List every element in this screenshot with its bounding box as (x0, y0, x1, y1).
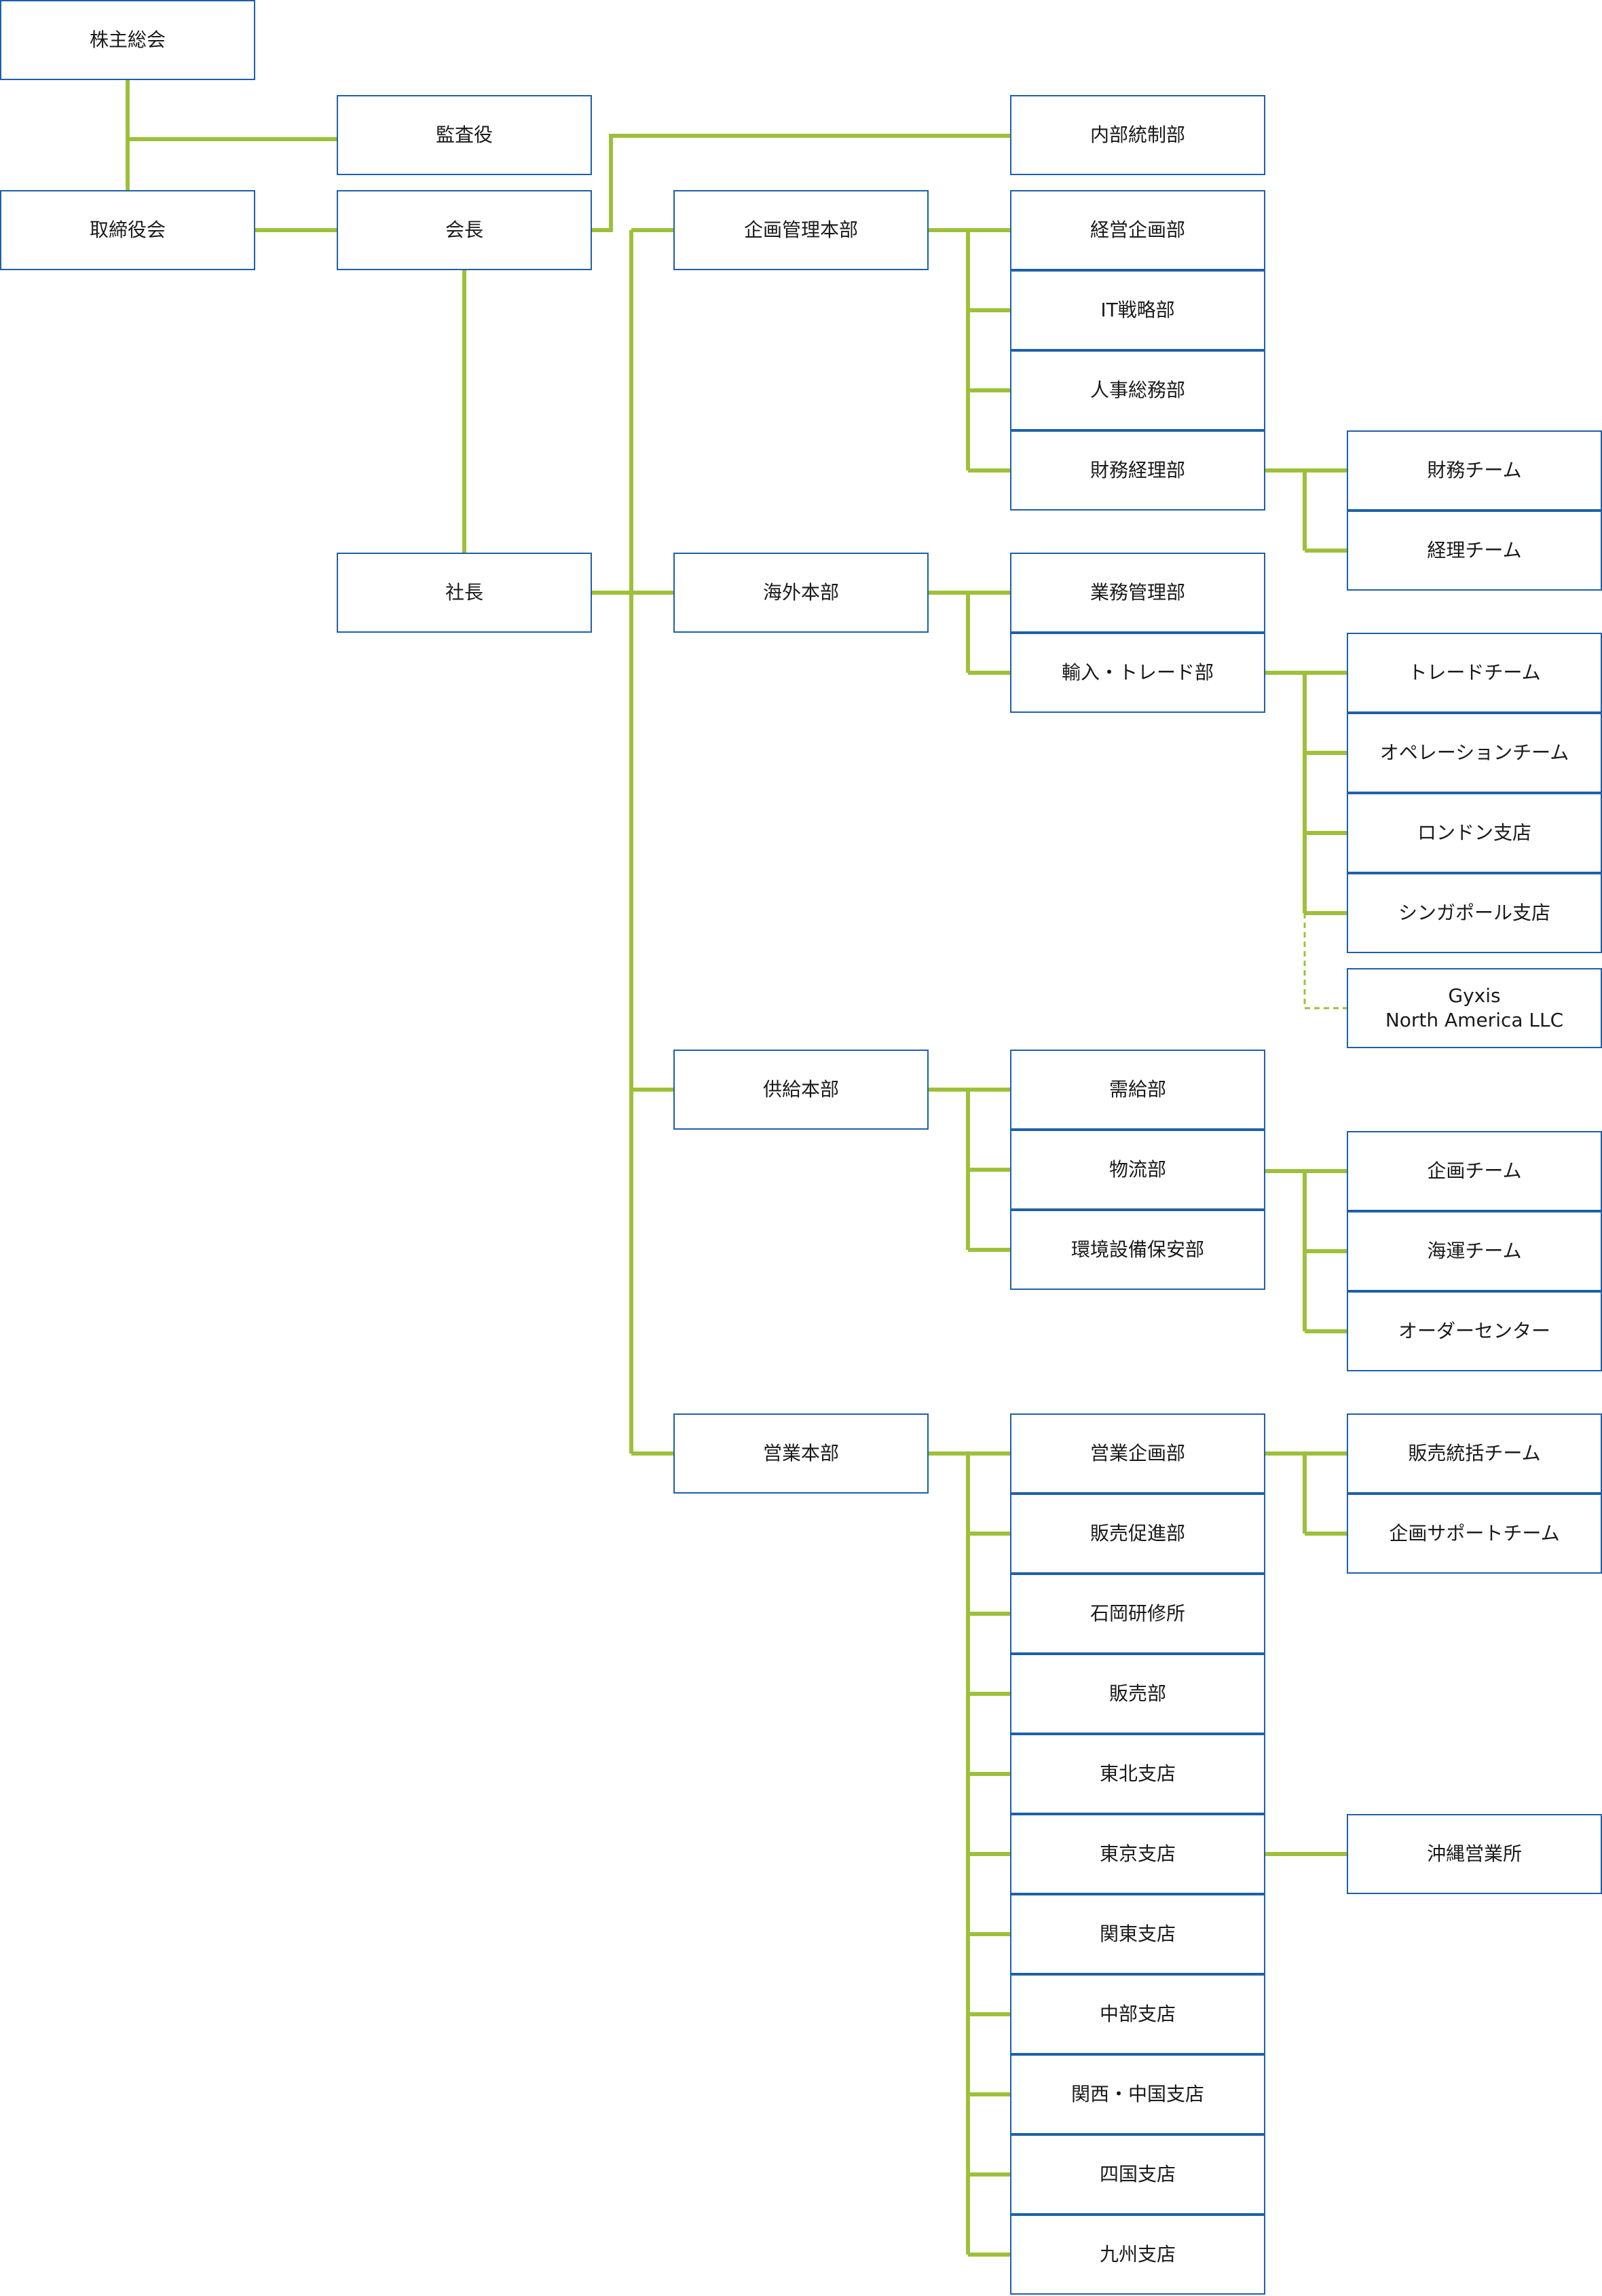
box-label: 九州支店 (1099, 2243, 1176, 2265)
box-label: オーダーセンター (1398, 1320, 1550, 1342)
box-team: オーダーセンター (1347, 1291, 1602, 1371)
box-label: 経理チーム (1427, 539, 1522, 561)
box-label: 関西・中国支店 (1070, 2083, 1204, 2105)
box-dept: 財務経理部 (1010, 430, 1265, 511)
box-dept: 業務管理部 (1010, 553, 1265, 633)
box-label: 物流部 (1109, 1158, 1166, 1181)
box-label: 東北支店 (1099, 1762, 1176, 1785)
box-label: 株主総会 (89, 29, 166, 51)
box-dept: 中部支店 (1010, 1974, 1265, 2054)
box-label: 企画管理本部 (743, 219, 858, 241)
box-president: 社長 (337, 553, 592, 633)
box-label: 人事総務部 (1089, 379, 1185, 401)
box-dept: 石岡研修所 (1010, 1574, 1265, 1654)
box-team: トレードチーム (1347, 633, 1602, 713)
box-dept: 東京支店 (1010, 1814, 1265, 1894)
box-label: 会長 (445, 219, 483, 241)
box-label: 販売統括チーム (1408, 1442, 1541, 1464)
box-team: 経理チーム (1347, 511, 1602, 591)
box-team: 企画チーム (1347, 1131, 1602, 1211)
box-label: トレードチーム (1408, 661, 1541, 684)
box-team: 販売統括チーム (1347, 1413, 1602, 1494)
box-label: 東京支店 (1099, 1843, 1176, 1865)
box-affiliate: Gyxis North America LLC (1347, 968, 1602, 1048)
box-division-supply: 供給本部 (673, 1050, 929, 1130)
box-label: 監査役 (435, 124, 493, 146)
box-label: 石岡研修所 (1089, 1602, 1185, 1625)
box-label: 販売部 (1109, 1682, 1166, 1705)
box-label: 取締役会 (89, 219, 166, 241)
box-label: 営業企画部 (1089, 1442, 1185, 1464)
box-label: シンガポール支店 (1398, 902, 1550, 924)
box-label: オペレーションチーム (1379, 741, 1569, 764)
box-dept: 営業企画部 (1010, 1413, 1265, 1494)
dashed-connector (1303, 913, 1347, 1010)
box-label: 輸入・トレード部 (1061, 661, 1214, 684)
box-dept: 物流部 (1010, 1130, 1265, 1210)
box-dept: 販売促進部 (1010, 1494, 1265, 1574)
box-label: 販売促進部 (1089, 1522, 1185, 1544)
box-office: 沖縄営業所 (1347, 1814, 1602, 1894)
box-division-sales: 営業本部 (673, 1413, 929, 1494)
box-label: 沖縄営業所 (1426, 1843, 1522, 1865)
box-dept: 環境設備保安部 (1010, 1210, 1265, 1290)
box-label-line2: North America LLC (1385, 1009, 1564, 1031)
box-team: 財務チーム (1347, 430, 1602, 511)
box-label-line1: Gyxis (1448, 984, 1501, 1007)
box-label: 関東支店 (1099, 1923, 1176, 1945)
box-team: シンガポール支店 (1347, 873, 1602, 953)
box-division-planning: 企画管理本部 (673, 190, 929, 270)
box-label: 海運チーム (1427, 1240, 1522, 1262)
box-dept: 四国支店 (1010, 2134, 1265, 2215)
box-label: 企画チーム (1427, 1160, 1522, 1182)
box-label: 社長 (445, 581, 483, 604)
box-team: ロンドン支店 (1347, 793, 1602, 873)
box-dept: 九州支店 (1010, 2215, 1265, 2295)
box-dept: 関東支店 (1010, 1894, 1265, 1974)
box-label: 需給部 (1109, 1078, 1166, 1100)
box-label: 供給本部 (762, 1078, 839, 1100)
box-label: 業務管理部 (1089, 581, 1185, 604)
box-dept: 経営企画部 (1010, 190, 1265, 270)
box-internal-control: 内部統制部 (1010, 95, 1265, 175)
box-dept: 東北支店 (1010, 1734, 1265, 1814)
box-team: 企画サポートチーム (1347, 1494, 1602, 1574)
box-dept: 販売部 (1010, 1654, 1265, 1734)
box-label: 四国支店 (1099, 2163, 1176, 2185)
box-label: 企画サポートチーム (1389, 1522, 1560, 1544)
box-dept: 輸入・トレード部 (1010, 633, 1265, 713)
box-dept: 関西・中国支店 (1010, 2054, 1265, 2134)
box-dept: IT戦略部 (1010, 270, 1265, 350)
connector (592, 134, 1010, 232)
box-label: 経営企画部 (1089, 219, 1185, 241)
box-label: 財務チーム (1427, 459, 1522, 481)
box-team: 海運チーム (1347, 1211, 1602, 1291)
box-auditor: 監査役 (337, 95, 592, 175)
box-label: 内部統制部 (1089, 124, 1185, 146)
box-shareholders: 株主総会 (0, 0, 255, 80)
box-team: オペレーションチーム (1347, 713, 1602, 793)
box-label: ロンドン支店 (1417, 821, 1531, 844)
box-label: 財務経理部 (1089, 459, 1185, 481)
box-dept: 人事総務部 (1010, 350, 1265, 430)
box-division-overseas: 海外本部 (673, 553, 929, 633)
box-label: 環境設備保安部 (1070, 1238, 1204, 1261)
box-label: 中部支店 (1099, 2003, 1176, 2025)
box-label: 海外本部 (762, 581, 839, 604)
box-chairman: 会長 (337, 190, 592, 270)
box-dept: 需給部 (1010, 1050, 1265, 1130)
box-label: 営業本部 (762, 1442, 839, 1464)
box-board: 取締役会 (0, 190, 255, 270)
box-label: IT戦略部 (1100, 299, 1175, 321)
